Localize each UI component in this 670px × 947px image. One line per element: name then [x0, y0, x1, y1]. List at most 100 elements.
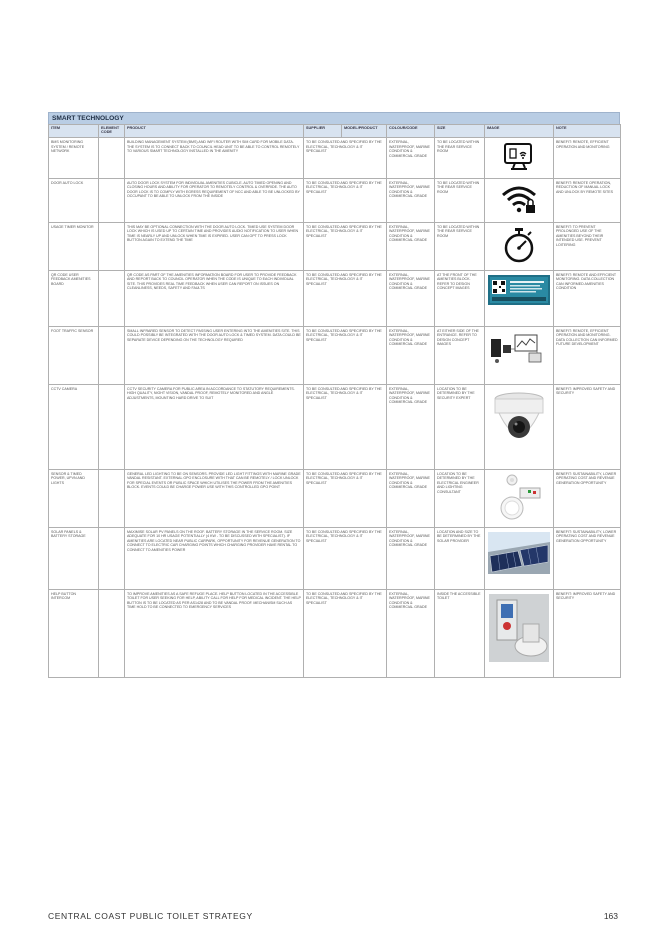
cell-product: QR CODE AS PART OF THE AMENITIES INFORMA…: [124, 269, 304, 327]
header-item: ITEM: [48, 124, 99, 138]
cell-note: BENEFIT: REMOTE AND EFFICIENT MONITORING…: [553, 269, 621, 327]
cell-note: BENEFIT: REMOTE OPERATION, REDUCTION OF …: [553, 177, 621, 223]
cell-colour: EXTERNAL, WATERPROOF, MARINE CONDITION &…: [386, 269, 435, 327]
cell-image: [484, 325, 554, 385]
table-row: BMS MONITORING SYSTEM / REMOTE NETWORK B…: [48, 137, 621, 179]
cell-colour: EXTERNAL, WATERPROOF, MARINE CONDITION &…: [386, 177, 435, 223]
cell-colour: EXTERNAL, WATERPROOF, MARINE CONDITION &…: [386, 137, 435, 179]
cell-size: TO BE LOCATED WITHIN THE REAR SERVICE RO…: [434, 177, 485, 223]
cell-item: SENSOR & TIMED POWER, UPVN AND LIGHTS: [48, 468, 99, 528]
cell-image: [484, 221, 554, 271]
table-row: FOOT TRAFFIC SENSOR SMALL INFRARED SENSO…: [48, 325, 621, 385]
cell-supplier: TO BE CONSULTED AND SPECIFIED BY THE ELE…: [303, 383, 387, 470]
table-row: SOLAR PANELS & BATTERY STORAGE MAXIMISE …: [48, 526, 621, 590]
qr-board-image: [488, 274, 550, 307]
cell-note: BENEFIT: TO PREVENT PROLONGED USE OF THE…: [553, 221, 621, 271]
cell-image: [484, 526, 554, 590]
cell-size: LOCATION AND SIZE TO BE DETERMINED BY TH…: [434, 526, 485, 590]
table-row: QR CODE USER FEEDBACK AMENITIES BOARD QR…: [48, 269, 621, 327]
smart-technology-table-wrapper: SMART TECHNOLOGY ITEM ELEMENT CODE PRODU…: [48, 112, 621, 678]
cell-size: LOCATION TO BE DETERMINED BY THE ELECTRI…: [434, 468, 485, 528]
document-footer-title: CENTRAL COAST PUBLIC TOILET STRATEGY: [48, 911, 253, 921]
cell-product: BUILDING MANAGEMENT SYSTEM (BMS) AND WIF…: [124, 137, 304, 179]
cell-note: BENEFIT: REMOTE, EFFICIENT OPERATION AND…: [553, 137, 621, 179]
cell-supplier: TO BE CONSULTED AND SPECIFIED BY THE ELE…: [303, 468, 387, 528]
cell-product: MAXIMISE SOLAR PV PANELS ON THE ROOF. BA…: [124, 526, 304, 590]
table-row: SENSOR & TIMED POWER, UPVN AND LIGHTS GE…: [48, 468, 621, 528]
cell-code: [98, 468, 125, 528]
cell-product: CCTV SECURITY CAMERA FOR PUBLIC AREA IN …: [124, 383, 304, 470]
cell-item: FOOT TRAFFIC SENSOR: [48, 325, 99, 385]
page-number: 163: [603, 911, 618, 921]
cell-supplier: TO BE CONSULTED AND SPECIFIED BY THE ELE…: [303, 221, 387, 271]
header-size: SIZE: [434, 124, 485, 138]
cell-colour: EXTERNAL, WATERPROOF, MARINE CONDITION &…: [386, 526, 435, 590]
cell-image: [484, 468, 554, 528]
cell-note: BENEFIT: SUSTAINABILITY, LOWER OPERATING…: [553, 526, 621, 590]
cell-size: AT EITHER SIDE OF THE ENTRANCE. REFER TO…: [434, 325, 485, 385]
sensor-devices-image: [489, 331, 549, 367]
cell-size: TO BE LOCATED WITHIN THE REAR SERVICE RO…: [434, 221, 485, 271]
solar-panels-image: [488, 531, 550, 576]
section-title: SMART TECHNOLOGY: [48, 112, 620, 124]
cell-colour: EXTERNAL, WATERPROOF, MARINE CONDITION &…: [386, 325, 435, 385]
cell-item: SOLAR PANELS & BATTERY STORAGE: [48, 526, 99, 590]
header-element-code: ELEMENT CODE: [98, 124, 125, 138]
table-header-row: ITEM ELEMENT CODE PRODUCT SUPPLIER MODEL…: [48, 124, 621, 138]
header-supplier: SUPPLIER: [303, 124, 342, 138]
table-row: USAGE TIMER MONITOR THIS MAY BE OPTIONAL…: [48, 221, 621, 271]
cell-item: HELP BUTTON INTERCOM: [48, 588, 99, 678]
cell-image: [484, 177, 554, 223]
sensor-lights-image: [492, 474, 546, 522]
cell-code: [98, 383, 125, 470]
header-model: MODEL/PRODUCT: [341, 124, 387, 138]
table-row: HELP BUTTON INTERCOM TO IMPROVE AMENITIE…: [48, 588, 621, 678]
header-image: IMAGE: [484, 124, 554, 138]
header-note: NOTE: [553, 124, 621, 138]
help-button-image: [489, 593, 549, 664]
table-row: DOOR AUTO LOCK AUTO DOOR LOCK SYSTEM FOR…: [48, 177, 621, 223]
cell-code: [98, 221, 125, 271]
cell-code: [98, 137, 125, 179]
cell-product: SMALL INFRARED SENSOR TO DETECT PASSING …: [124, 325, 304, 385]
cell-supplier: TO BE CONSULTED AND SPECIFIED BY THE ELE…: [303, 269, 387, 327]
cell-image: [484, 588, 554, 678]
cell-size: INSIDE THE ACCESSIBLE TOILET: [434, 588, 485, 678]
cell-supplier: TO BE CONSULTED AND SPECIFIED BY THE ELE…: [303, 325, 387, 385]
cell-image: [484, 137, 554, 179]
cell-colour: EXTERNAL, WATERPROOF, MARINE CONDITION &…: [386, 468, 435, 528]
cell-note: BENEFIT: REMOTE, EFFICIENT OPERATION AND…: [553, 325, 621, 385]
cell-image: [484, 383, 554, 470]
cell-note: BENEFIT: SUSTAINABILITY, LOWER OPERATING…: [553, 468, 621, 528]
cell-note: BENEFIT: IMPROVED SAFETY AND SECURITY: [553, 588, 621, 678]
cell-item: USAGE TIMER MONITOR: [48, 221, 99, 271]
cell-supplier: TO BE CONSULTED AND SPECIFIED BY THE ELE…: [303, 526, 387, 590]
cell-size: TO BE LOCATED WITHIN THE REAR SERVICE RO…: [434, 137, 485, 179]
cell-product: GENERAL LED LIGHTING TO BE ON SENSORS. P…: [124, 468, 304, 528]
header-product: PRODUCT: [124, 124, 304, 138]
cell-code: [98, 588, 125, 678]
header-colour: COLOUR/CODE: [386, 124, 435, 138]
cell-supplier: TO BE CONSULTED AND SPECIFIED BY THE ELE…: [303, 588, 387, 678]
cell-size: LOCATION TO BE DETERMINED BY THE SECURIT…: [434, 383, 485, 470]
cell-code: [98, 269, 125, 327]
cell-item: BMS MONITORING SYSTEM / REMOTE NETWORK: [48, 137, 99, 179]
bms-monitor-icon: [501, 142, 537, 174]
cell-colour: EXTERNAL, WATERPROOF, MARINE CONDITION &…: [386, 221, 435, 271]
cell-image: [484, 269, 554, 327]
table-row: CCTV CAMERA CCTV SECURITY CAMERA FOR PUB…: [48, 383, 621, 470]
smart-technology-table: ITEM ELEMENT CODE PRODUCT SUPPLIER MODEL…: [48, 124, 621, 678]
cell-product: TO IMPROVE AMENITIES AS A SAFE REFUGE PL…: [124, 588, 304, 678]
stopwatch-icon: [502, 227, 536, 265]
cell-size: AT THE FRONT OF THE AMENITIES BLOCK. REF…: [434, 269, 485, 327]
cell-note: BENEFIT: IMPROVED SAFETY AND SECURITY: [553, 383, 621, 470]
cell-item: DOOR AUTO LOCK: [48, 177, 99, 223]
cell-supplier: TO BE CONSULTED AND SPECIFIED BY THE ELE…: [303, 137, 387, 179]
cell-colour: EXTERNAL, WATERPROOF, MARINE CONDITION &…: [386, 588, 435, 678]
wifi-lock-icon: [499, 183, 539, 217]
cell-product: THIS MAY BE OPTIONAL CONNECTION WITH THE…: [124, 221, 304, 271]
cell-code: [98, 325, 125, 385]
cell-product: AUTO DOOR LOCK SYSTEM FOR INDIVIDUAL AME…: [124, 177, 304, 223]
cctv-camera-image: [491, 389, 547, 455]
cell-item: CCTV CAMERA: [48, 383, 99, 470]
